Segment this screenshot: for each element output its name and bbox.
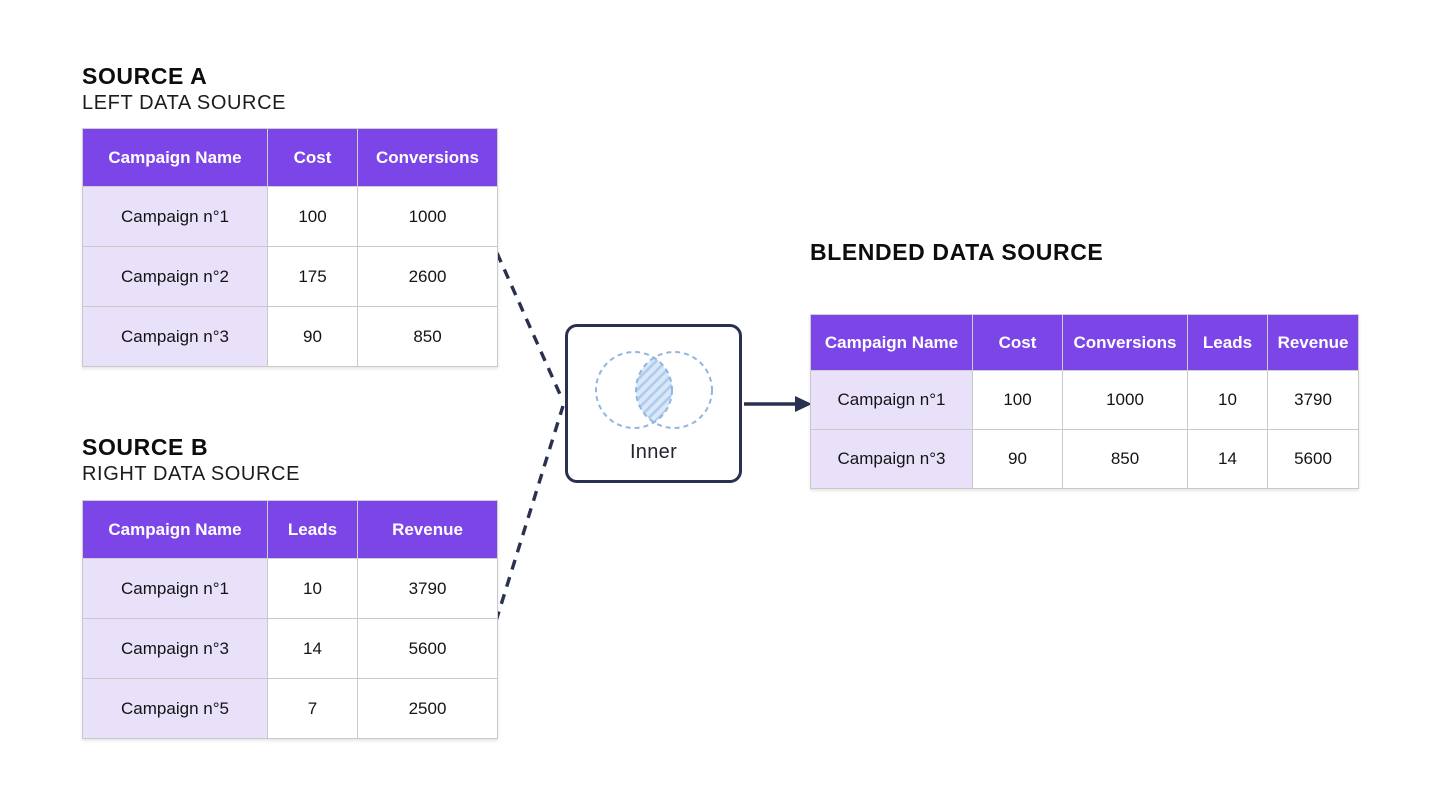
column-header: Campaign Name [82, 500, 268, 559]
table-row: Campaign n°3 90 850 [82, 306, 498, 367]
join-type-label: Inner [629, 441, 678, 463]
blended-heading: BLENDED DATA SOURCE [810, 239, 1104, 266]
table-row: Campaign n°3 90 850 14 5600 [810, 429, 1359, 489]
source-b-table: Campaign Name Leads Revenue Campaign n°1… [82, 500, 498, 739]
table-row: Campaign n°5 7 2500 [82, 678, 498, 739]
cell-revenue: 3790 [1267, 370, 1359, 430]
column-header: Revenue [357, 500, 498, 559]
inner-join-venn-icon [594, 351, 713, 429]
blended-table: Campaign Name Cost Conversions Leads Rev… [810, 314, 1359, 489]
blended-title: BLENDED DATA SOURCE [810, 239, 1104, 265]
cell-cost: 90 [267, 306, 358, 367]
column-header: Leads [1187, 314, 1268, 371]
cell-cost: 100 [972, 370, 1063, 430]
column-header: Revenue [1267, 314, 1359, 371]
cell-campaign-name: Campaign n°2 [82, 246, 268, 307]
source-a-table: Campaign Name Cost Conversions Campaign … [82, 128, 498, 367]
source-a-title: SOURCE A [82, 63, 208, 89]
join-type-box: Inner [565, 324, 742, 483]
source-b-subtitle: RIGHT DATA SOURCE [82, 462, 301, 485]
column-header: Cost [267, 128, 358, 187]
cell-conversions: 850 [357, 306, 498, 367]
cell-leads: 10 [267, 558, 358, 619]
cell-conversions: 1000 [357, 186, 498, 247]
table-header-row: Campaign Name Leads Revenue [82, 500, 498, 559]
table-row: Campaign n°1 10 3790 [82, 558, 498, 619]
cell-conversions: 2600 [357, 246, 498, 307]
cell-revenue: 3790 [357, 558, 498, 619]
table-row: Campaign n°1 100 1000 10 3790 [810, 370, 1359, 430]
cell-campaign-name: Campaign n°1 [82, 186, 268, 247]
cell-revenue: 2500 [357, 678, 498, 739]
source-a-connector-line [495, 252, 565, 402]
column-header: Leads [267, 500, 358, 559]
cell-leads: 10 [1187, 370, 1268, 430]
cell-leads: 14 [1187, 429, 1268, 489]
column-header: Conversions [357, 128, 498, 187]
table-header-row: Campaign Name Cost Conversions [82, 128, 498, 187]
cell-campaign-name: Campaign n°1 [810, 370, 973, 430]
cell-leads: 14 [267, 618, 358, 679]
cell-cost: 100 [267, 186, 358, 247]
cell-conversions: 850 [1062, 429, 1188, 489]
source-b-connector-line [494, 405, 565, 622]
column-header: Campaign Name [810, 314, 973, 371]
cell-cost: 175 [267, 246, 358, 307]
cell-cost: 90 [972, 429, 1063, 489]
cell-campaign-name: Campaign n°3 [82, 306, 268, 367]
cell-revenue: 5600 [1267, 429, 1359, 489]
column-header: Campaign Name [82, 128, 268, 187]
table-row: Campaign n°2 175 2600 [82, 246, 498, 307]
source-a-heading: SOURCE A LEFT DATA SOURCE [82, 63, 287, 115]
cell-revenue: 5600 [357, 618, 498, 679]
column-header: Conversions [1062, 314, 1188, 371]
source-b-heading: SOURCE B RIGHT DATA SOURCE [82, 434, 301, 486]
table-header-row: Campaign Name Cost Conversions Leads Rev… [810, 314, 1359, 371]
cell-campaign-name: Campaign n°3 [810, 429, 973, 489]
table-row: Campaign n°3 14 5600 [82, 618, 498, 679]
cell-campaign-name: Campaign n°3 [82, 618, 268, 679]
cell-leads: 7 [267, 678, 358, 739]
cell-campaign-name: Campaign n°1 [82, 558, 268, 619]
source-b-title: SOURCE B [82, 434, 209, 460]
cell-campaign-name: Campaign n°5 [82, 678, 268, 739]
source-a-subtitle: LEFT DATA SOURCE [82, 91, 287, 114]
table-row: Campaign n°1 100 1000 [82, 186, 498, 247]
cell-conversions: 1000 [1062, 370, 1188, 430]
column-header: Cost [972, 314, 1063, 371]
